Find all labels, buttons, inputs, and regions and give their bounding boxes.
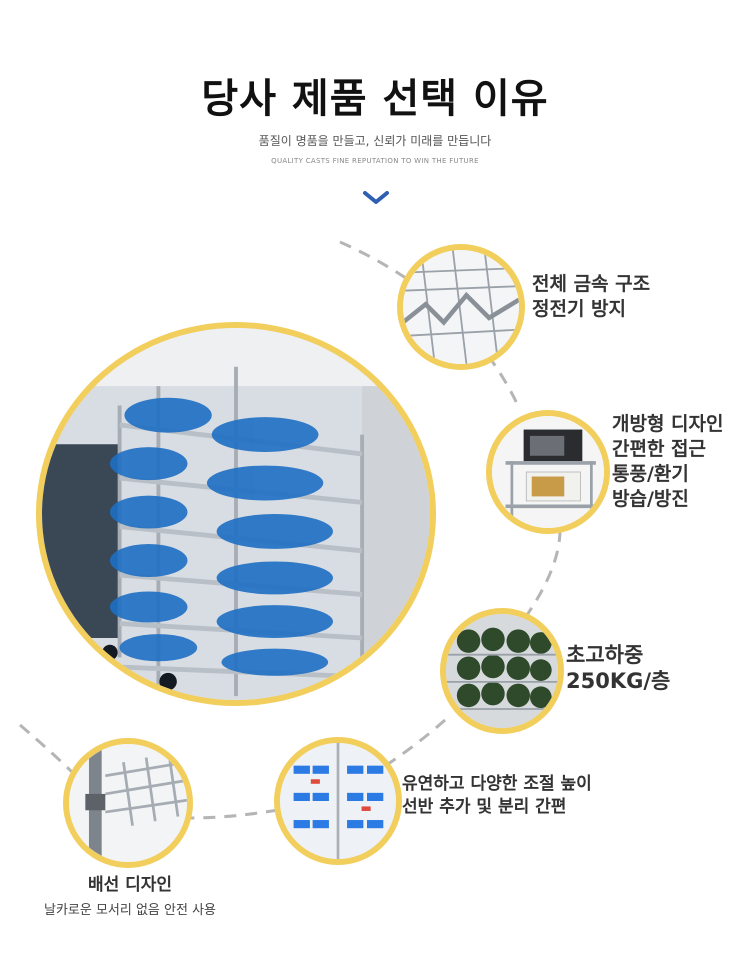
feature-metal-line1: 전체 금속 구조	[532, 273, 651, 295]
subtitle-korean: 품질이 명품을 만들고, 신뢰가 미래를 만듭니다	[258, 134, 492, 148]
chevron-down-icon	[363, 191, 389, 204]
feature-open-line2: 간편한 접근	[612, 438, 707, 460]
feature-load-line1: 초고하중	[566, 643, 644, 667]
adjustable-height-photo	[274, 737, 402, 865]
heavy-load-photo	[440, 608, 564, 734]
main-rack-photo	[36, 322, 436, 706]
feature-wire-line1: 배선 디자인	[87, 875, 173, 895]
feature-metal: 전체 금속 구조 정전기 방지	[532, 272, 650, 322]
feature-load-line2: 250KG/층	[566, 669, 671, 693]
wiring-design-photo	[63, 738, 193, 868]
subtitle-english: QUALITY CASTS FINE REPUTATION TO WIN THE…	[271, 157, 479, 165]
feature-wire-line2: 날카로운 모서리 없음 안전 사용	[43, 903, 216, 918]
metal-structure-photo	[397, 244, 525, 370]
open-design-photo	[486, 410, 610, 534]
feature-open: 개방형 디자인 간편한 접근 통풍/환기 방습/방진	[612, 412, 724, 512]
feature-adjust-line1: 유연하고 다양한 조절 높이	[402, 774, 592, 794]
feature-adjust-line2: 선반 추가 및 분리 간편	[402, 797, 567, 817]
feature-load: 초고하중 250KG/층	[566, 642, 670, 694]
feature-metal-line2: 정전기 방지	[532, 298, 627, 320]
feature-open-line3: 통풍/환기	[612, 463, 689, 485]
page-title: 당사 제품 선택 이유	[201, 76, 549, 122]
feature-adjust: 유연하고 다양한 조절 높이 선반 추가 및 분리 간편	[402, 773, 592, 819]
feature-open-line4: 방습/방진	[612, 488, 689, 510]
feature-open-line1: 개방형 디자인	[612, 413, 724, 435]
